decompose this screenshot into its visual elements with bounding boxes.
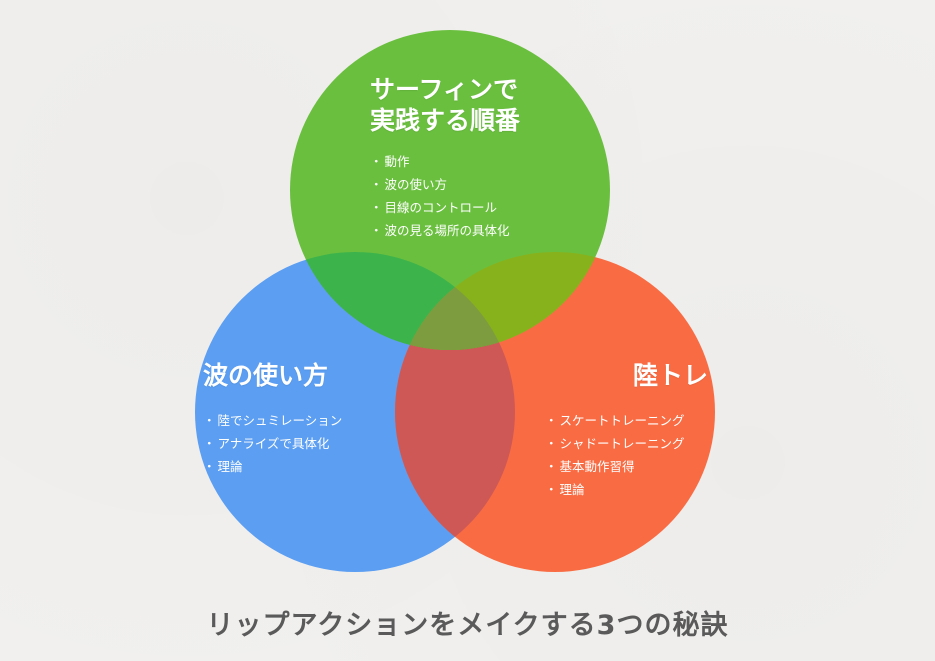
green-title-line-2: 実践する順番 [370,106,521,135]
list-item: 動作 [370,150,610,173]
list-item: アナライズで具体化 [203,432,403,455]
green-title-line-1: サーフィンで [370,75,519,104]
list-item: 基本動作習得 [545,455,715,478]
orange-circle-title: 陸トレ [545,360,715,391]
blue-circle-content: 波の使い方 陸でシュミレーション アナライズで具体化 理論 [203,360,403,478]
list-item: 波の見る場所の具体化 [370,219,610,242]
diagram-caption: リップアクションをメイクする3つの秘訣 [206,610,729,641]
list-item: 陸でシュミレーション [203,409,403,432]
blue-item-list: 陸でシュミレーション アナライズで具体化 理論 [203,409,403,478]
list-item: シャドートレーニング [545,432,715,455]
blue-circle-title: 波の使い方 [203,360,403,391]
list-item: 目線のコントロール [370,196,610,219]
list-item: 波の使い方 [370,173,610,196]
green-circle-title: サーフィンで 実践する順番 [370,74,610,136]
orange-item-list: スケートトレーニング シャドートレーニング 基本動作習得 理論 [545,409,715,501]
orange-circle-content: 陸トレ スケートトレーニング シャドートレーニング 基本動作習得 理論 [545,360,715,501]
blue-title-line-1: 波の使い方 [203,361,329,390]
green-item-list: 動作 波の使い方 目線のコントロール 波の見る場所の具体化 [370,150,610,242]
list-item: 理論 [203,455,403,478]
green-circle-content: サーフィンで 実践する順番 動作 波の使い方 目線のコントロール 波の見る場所の… [370,74,610,242]
orange-title-line-1: 陸トレ [632,361,708,390]
list-item: スケートトレーニング [545,409,715,432]
overlap-center [395,252,515,350]
list-item: 理論 [545,478,715,501]
